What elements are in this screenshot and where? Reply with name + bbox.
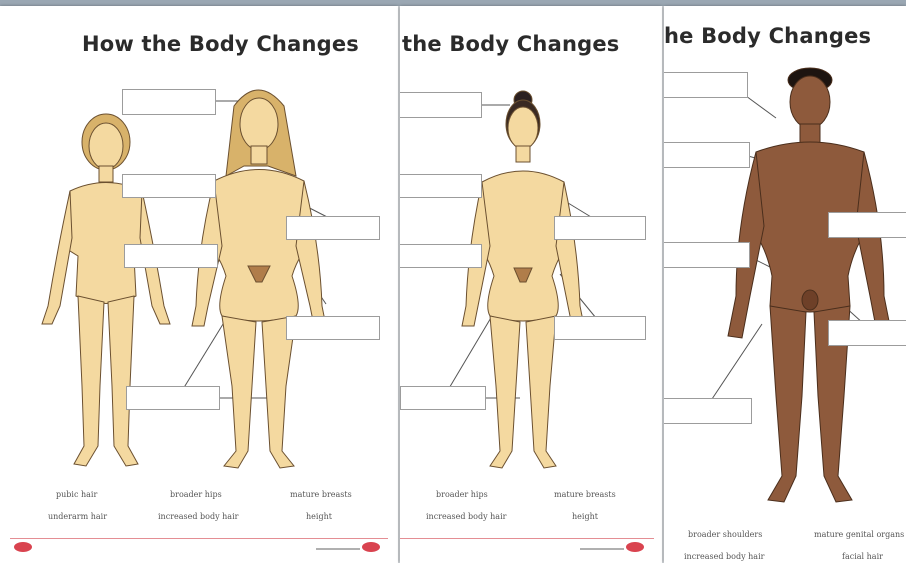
answer-box[interactable] (124, 244, 218, 268)
answer-box[interactable] (126, 386, 220, 410)
answer-box[interactable] (286, 316, 380, 340)
footer-divider (10, 538, 388, 539)
answer-box[interactable] (554, 316, 646, 340)
word-bank-item: broader hips (170, 490, 222, 499)
answer-box[interactable] (828, 212, 906, 238)
answer-box[interactable] (664, 142, 750, 168)
word-bank-item: height (572, 512, 598, 521)
footer-divider (400, 538, 654, 539)
answer-box[interactable] (286, 216, 380, 240)
footer-url-mark (580, 548, 624, 550)
answer-box[interactable] (664, 398, 752, 424)
answer-box[interactable] (122, 89, 216, 115)
brand-logo-icon (14, 542, 32, 552)
answer-box[interactable] (664, 72, 748, 98)
brand-logo-icon (362, 542, 380, 552)
body-illustration-woman (400, 6, 662, 563)
answer-box[interactable] (400, 174, 482, 198)
brand-logo-icon (626, 542, 644, 552)
word-bank-item: pubic hair (56, 490, 97, 499)
word-bank-item: mature breasts (554, 490, 616, 499)
word-bank-item: increased body hair (158, 512, 238, 521)
worksheet-page-3: he Body Changes broader shoulders mature… (664, 6, 906, 563)
word-bank-item: mature breasts (290, 490, 352, 499)
answer-box[interactable] (400, 92, 482, 118)
word-bank-item: increased body hair (426, 512, 506, 521)
word-bank-item: broader hips (436, 490, 488, 499)
answer-box[interactable] (400, 244, 482, 268)
word-bank-item: height (306, 512, 332, 521)
answer-box[interactable] (664, 242, 750, 268)
answer-box[interactable] (400, 386, 486, 410)
answer-box[interactable] (828, 320, 906, 346)
footer-url-mark (316, 548, 360, 550)
word-bank-item: broader shoulders (688, 530, 762, 539)
worksheet-page-1: How the Body Changes (0, 6, 398, 563)
word-bank-item: mature genital organs (814, 530, 904, 539)
worksheet-page-2: the Body Changes broader hips (400, 6, 662, 563)
word-bank-item: increased body hair (684, 552, 764, 561)
word-bank-item: underarm hair (48, 512, 107, 521)
answer-box[interactable] (554, 216, 646, 240)
word-bank-item: facial hair (842, 552, 883, 561)
answer-box[interactable] (122, 174, 216, 198)
